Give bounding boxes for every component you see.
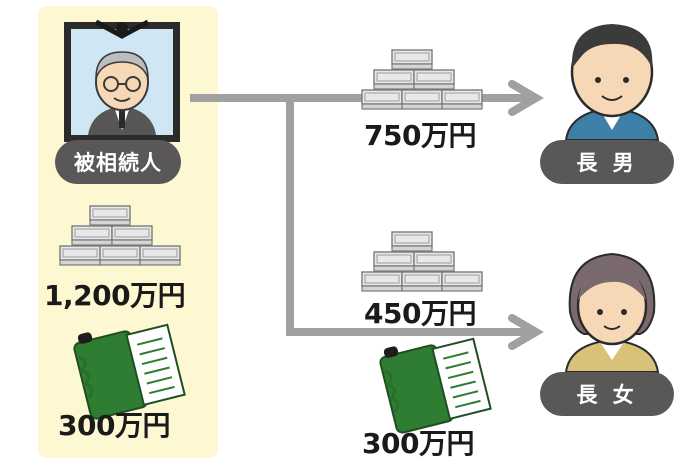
- eldest-son-illustration: [564, 24, 660, 141]
- deceased-portrait: [64, 19, 180, 142]
- cash-stack-icon: [361, 231, 483, 292]
- cash-stack-icon: [361, 49, 483, 110]
- eldest-daughter-illustration: [564, 252, 660, 373]
- bankbook-icon: [375, 325, 493, 436]
- arrow-to-eldest-daughter: [286, 98, 528, 336]
- cash-stack-icon: [59, 205, 181, 266]
- deceased-cash-amount: 1,200万円: [44, 279, 186, 312]
- inheritance-arrows: [190, 80, 544, 350]
- arrowhead-son: [508, 80, 544, 116]
- deceased-label: 被相続人: [55, 140, 181, 184]
- eldest-daughter-label: 長 女: [540, 372, 674, 416]
- daughter-deposit-amount: 300万円: [362, 427, 474, 460]
- eldest-son-label: 長 男: [540, 140, 674, 184]
- arrowhead-daughter: [508, 314, 544, 350]
- deceased-deposit-amount: 300万円: [58, 409, 170, 442]
- son-cash-amount: 750万円: [364, 119, 476, 152]
- daughter-cash-amount: 450万円: [364, 297, 476, 330]
